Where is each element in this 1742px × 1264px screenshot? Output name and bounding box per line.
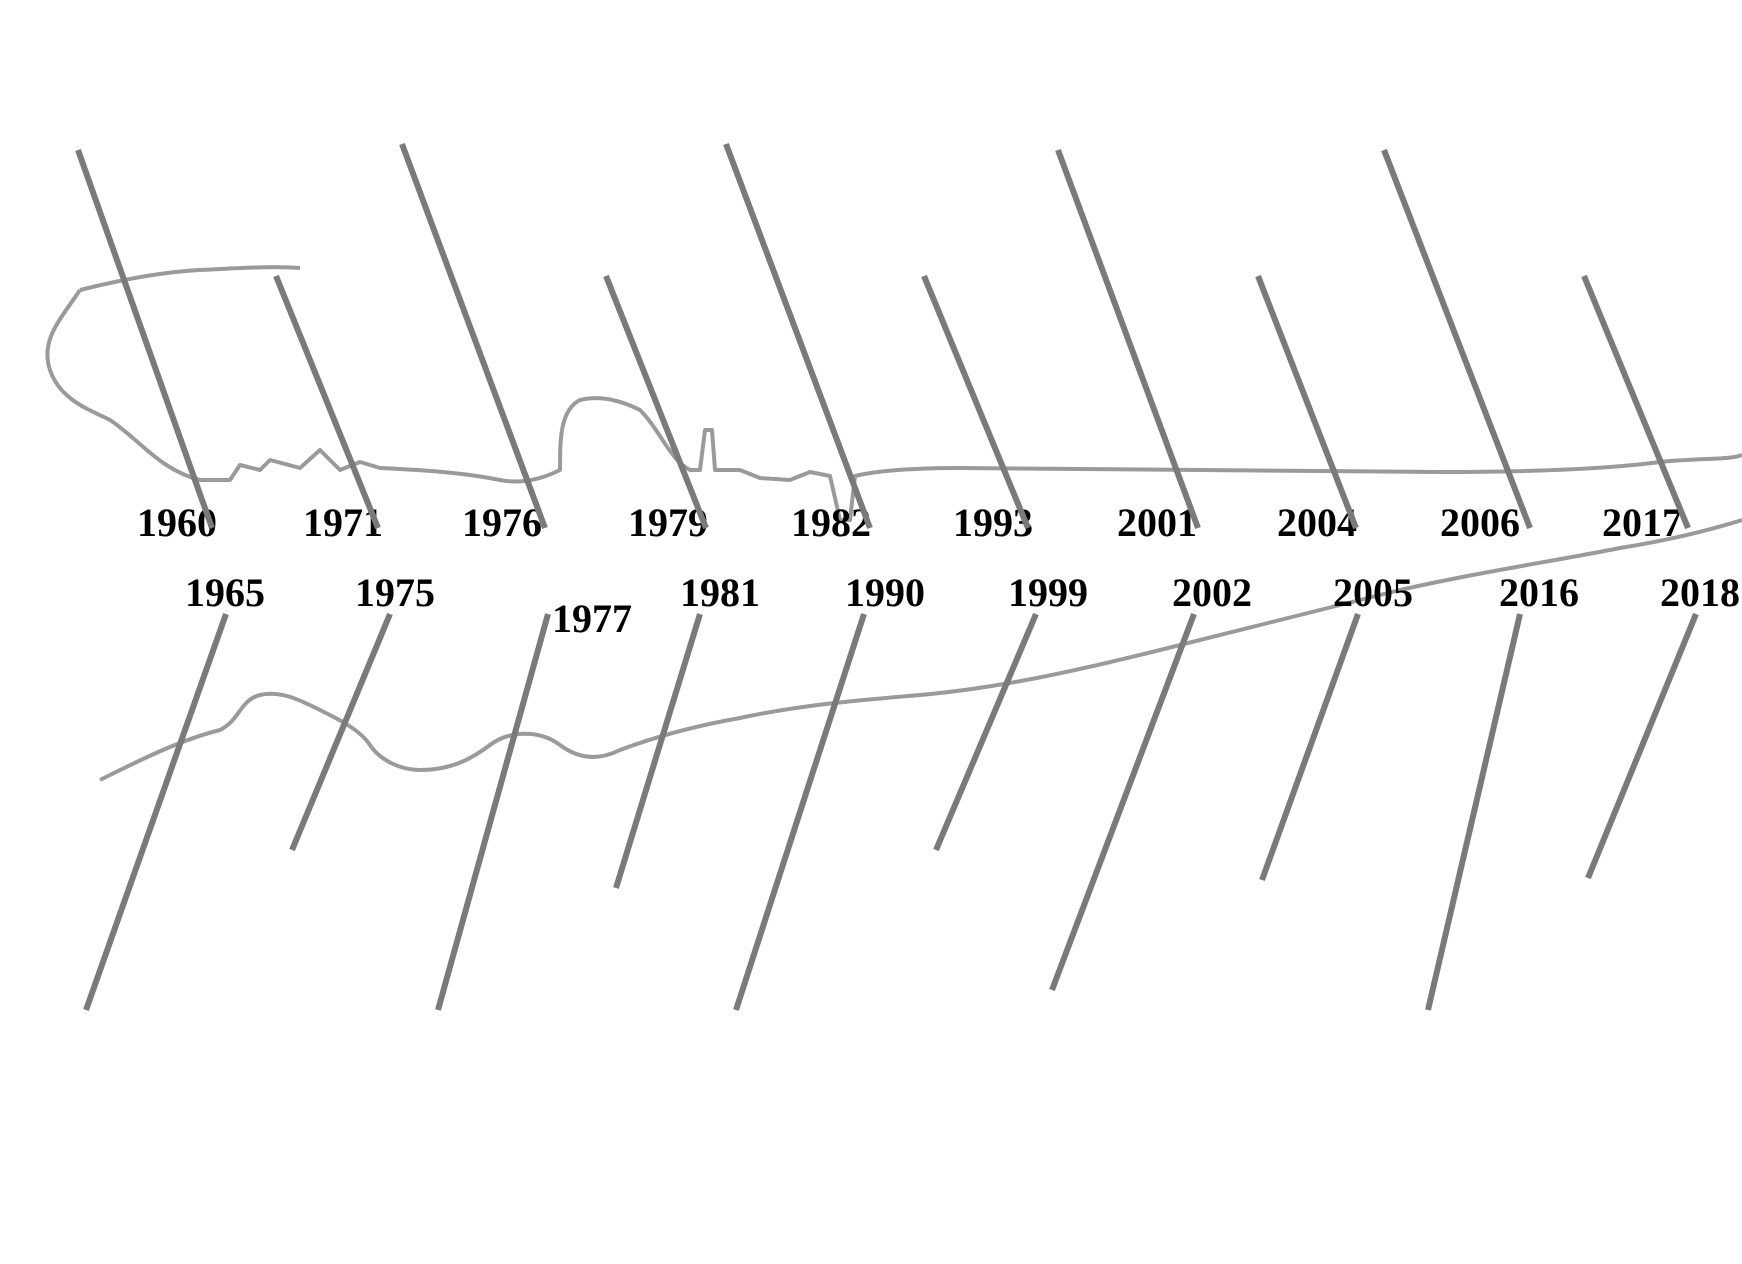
leader-bottom-3 [613, 613, 703, 889]
year-top-6: 2001 [1117, 500, 1197, 545]
bottom-years: 1965 1975 1977 1981 1990 1999 2002 2005 … [185, 570, 1740, 641]
year-bottom-2: 1977 [552, 596, 632, 641]
leader-bottom-0 [83, 613, 229, 1011]
year-top-8: 2006 [1440, 500, 1520, 545]
lower-coastline [99, 518, 1742, 782]
leader-top-5 [921, 274, 1031, 530]
leader-bottom-4 [733, 613, 867, 1011]
leader-bottom-8 [1425, 613, 1523, 1011]
leader-bottom-2 [435, 613, 551, 1011]
year-bottom-7: 2005 [1333, 570, 1413, 615]
leader-bottom-9 [1585, 612, 1699, 880]
year-top-9: 2017 [1602, 500, 1682, 545]
leader-top-1 [273, 274, 381, 530]
leader-top-4 [723, 142, 873, 530]
leader-bottom-6 [1049, 612, 1197, 992]
year-bottom-1: 1975 [355, 570, 435, 615]
top-leader-lines [75, 142, 1691, 530]
year-bottom-4: 1990 [845, 570, 925, 615]
year-bottom-3: 1981 [680, 570, 760, 615]
year-top-7: 2004 [1277, 500, 1357, 545]
year-top-4: 1982 [791, 500, 871, 545]
upper-coastline [45, 288, 1742, 522]
year-bottom-6: 2002 [1172, 570, 1252, 615]
leader-bottom-7 [1259, 612, 1361, 882]
leader-top-0 [75, 148, 215, 530]
upper-coastline-north [79, 265, 301, 292]
leader-top-3 [603, 274, 709, 530]
leader-top-2 [399, 142, 548, 530]
year-bottom-8: 2016 [1499, 570, 1579, 615]
leader-top-8 [1381, 148, 1533, 530]
leader-bottom-1 [289, 612, 393, 852]
leader-top-7 [1255, 274, 1359, 530]
leader-bottom-5 [933, 612, 1039, 852]
leader-top-9 [1581, 274, 1691, 530]
year-bottom-5: 1999 [1008, 570, 1088, 615]
year-top-2: 1976 [462, 500, 542, 545]
bottom-leader-lines [83, 612, 1699, 1011]
year-bottom-0: 1965 [185, 570, 265, 615]
leader-top-6 [1055, 148, 1201, 530]
year-bottom-9: 2018 [1660, 570, 1740, 615]
